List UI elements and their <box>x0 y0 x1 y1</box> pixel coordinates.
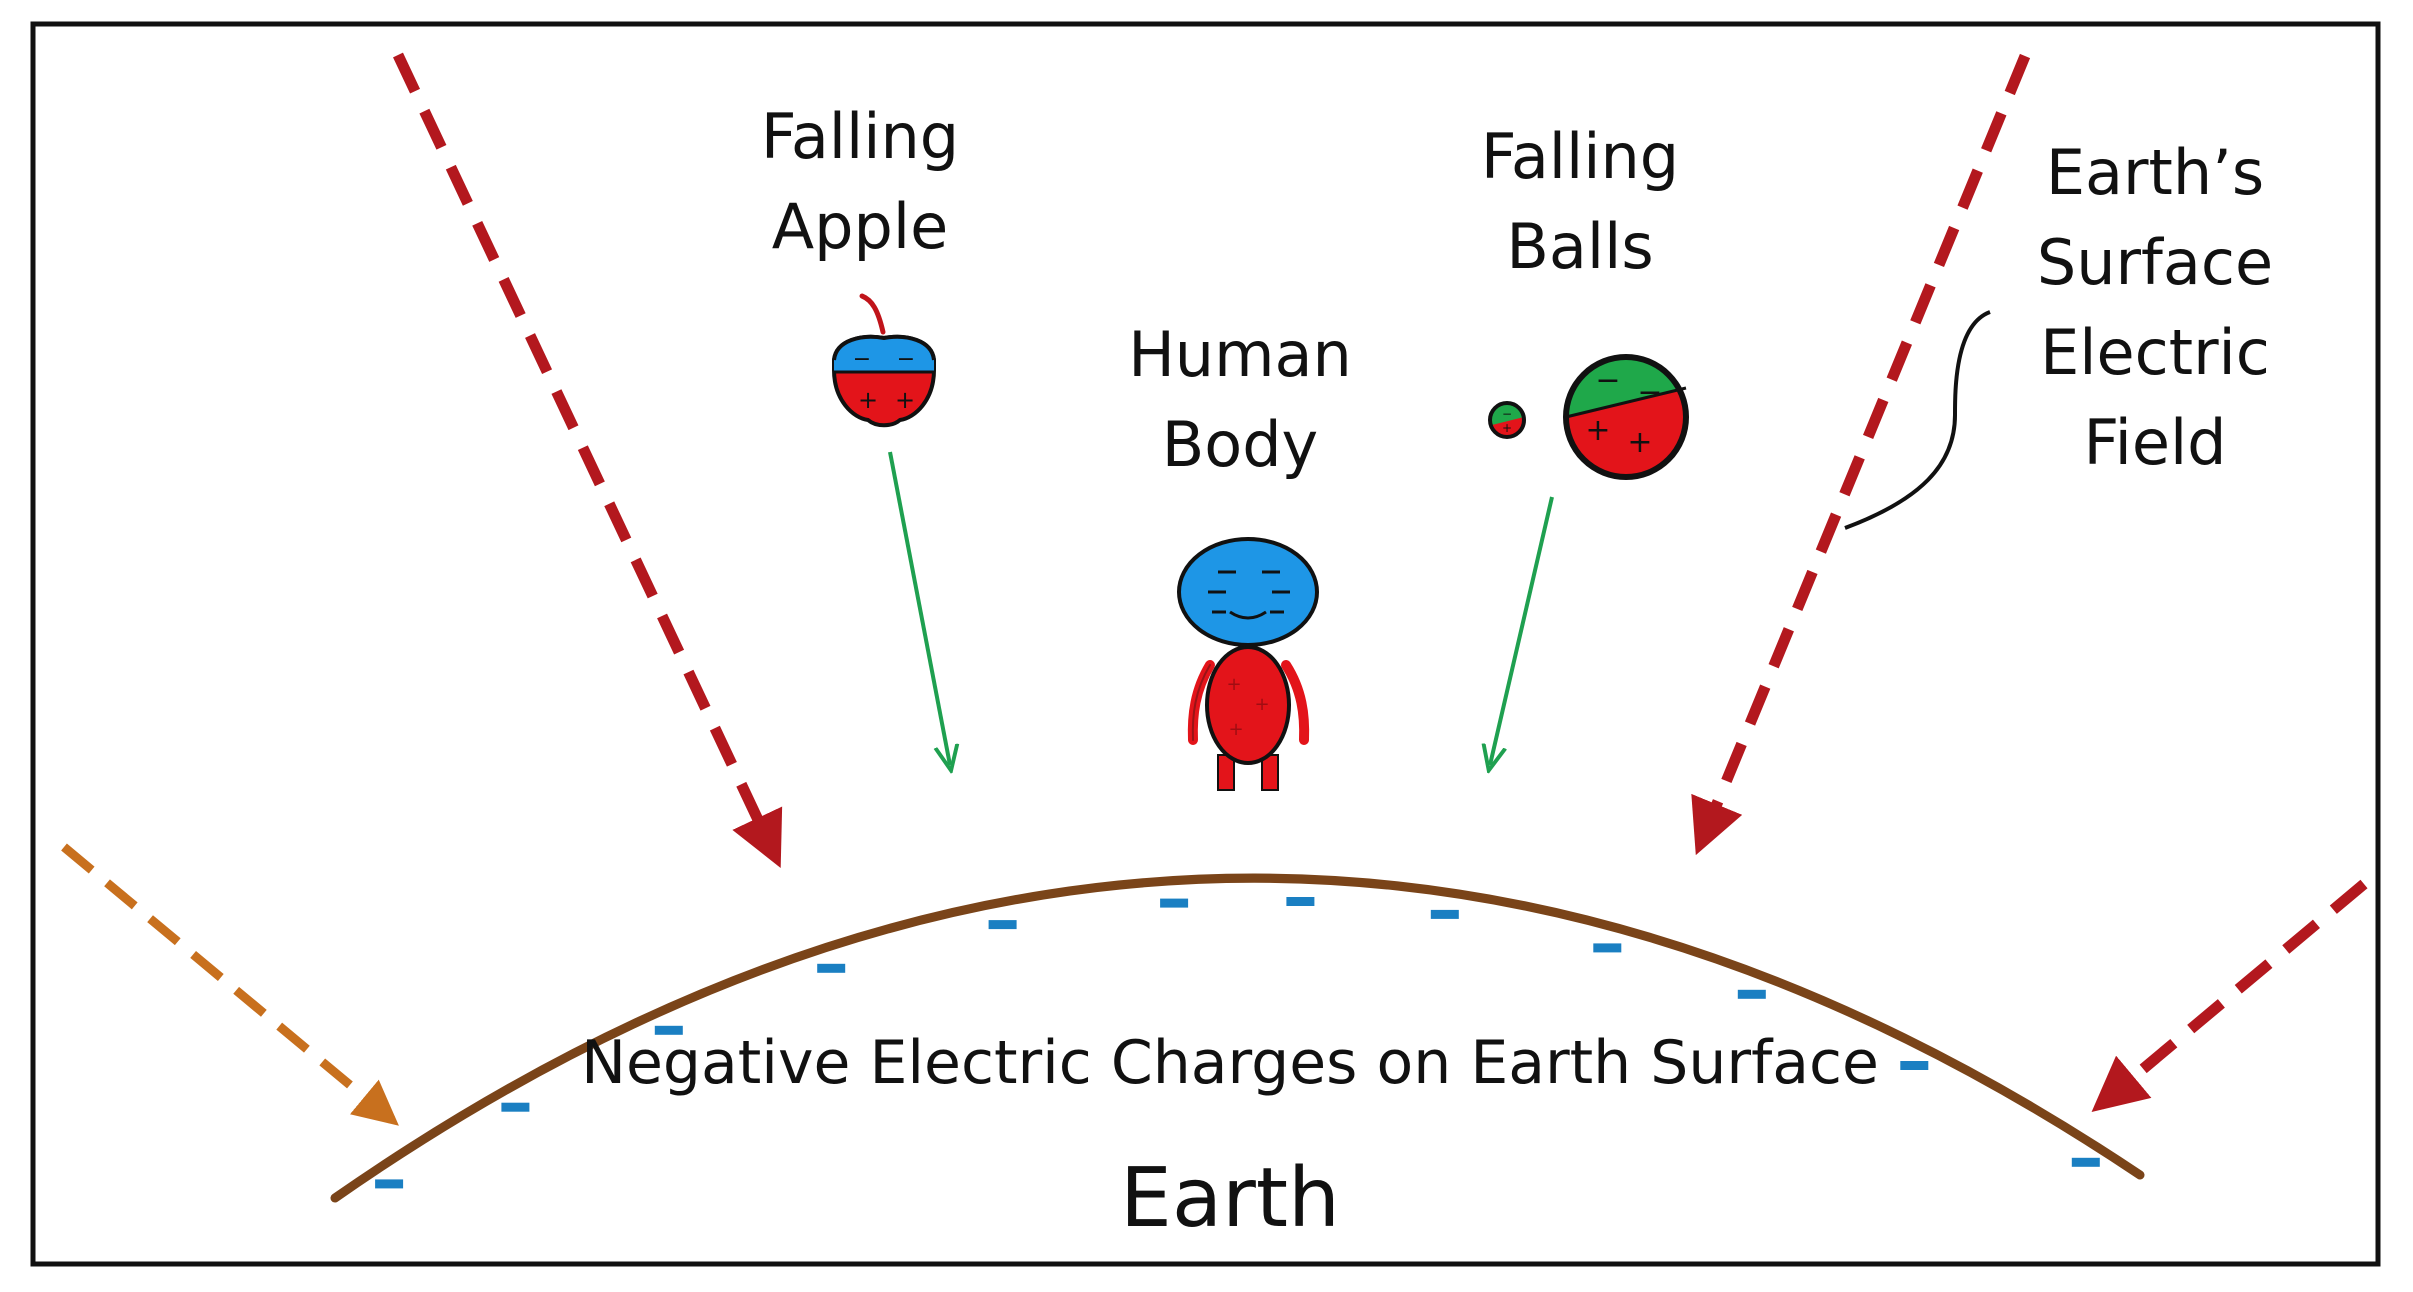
negative-charge-mark <box>1593 943 1622 953</box>
human-body: + + + <box>1177 537 1319 791</box>
small-ball-plus: + <box>1502 421 1512 435</box>
large-ball: − − + + <box>1563 354 1689 480</box>
electric-field-label-line3: Electric <box>2040 315 2270 389</box>
falling-balls-label: Falling Balls <box>1450 112 1710 292</box>
balls-fall-arrow <box>1490 496 1554 765</box>
earth-surface-arc <box>330 873 2145 1203</box>
diagram-frame <box>30 21 2381 1267</box>
torso-plus-3: + <box>1228 719 1243 740</box>
apple-fall-arrow <box>888 451 950 765</box>
apple-minus-1: − <box>853 347 871 372</box>
human-body-label: Human Body <box>1110 310 1370 490</box>
electric-field-label-line1: Earth’s <box>2045 136 2265 209</box>
falling-apple-label-line1: Falling <box>760 100 960 173</box>
falling-balls-label-line1: Falling <box>1480 120 1680 193</box>
negative-charge-mark <box>375 1179 404 1189</box>
negative-charge-mark <box>2071 1157 2100 1167</box>
apple-plus-2: + <box>895 386 915 414</box>
field-arrow-right-upper <box>1691 53 2031 856</box>
small-ball: − + <box>1488 401 1526 439</box>
electric-field-label: Earth’s Surface Electric Field <box>2015 128 2295 488</box>
field-arrow-left-upper <box>393 52 783 868</box>
human-torso <box>1205 645 1291 765</box>
electric-field-label-line4: Field <box>2083 405 2227 479</box>
negative-charge-mark <box>1286 897 1315 906</box>
human-body-label-line2: Body <box>1161 407 1319 481</box>
negative-charge-mark <box>817 963 846 973</box>
negative-charge-mark <box>1160 898 1189 908</box>
falling-apple-label: Falling Apple <box>730 92 990 272</box>
falling-balls-label-line2: Balls <box>1506 209 1654 283</box>
field-label-leader <box>1844 310 1991 530</box>
electric-field-label-line2: Surface <box>2036 225 2274 299</box>
negative-charge-mark <box>654 1025 683 1035</box>
negative-charge-mark <box>988 920 1017 930</box>
falling-apple-label-line2: Apple <box>771 189 949 263</box>
earth-label: Earth <box>1120 1151 1340 1246</box>
negative-charge-mark <box>1900 1061 1929 1070</box>
negative-charges <box>375 897 2100 1189</box>
human-head <box>1177 537 1319 647</box>
field-arrow-left-lower <box>61 843 399 1126</box>
large-ball-minus-1: − <box>1595 363 1620 398</box>
human-body-label-line1: Human <box>1128 318 1352 391</box>
falling-apple: − − + + <box>832 293 936 428</box>
torso-plus-1: + <box>1226 674 1241 695</box>
large-ball-minus-2: − <box>1637 375 1662 410</box>
small-ball-minus: − <box>1502 407 1512 421</box>
field-arrow-right-lower <box>2091 879 2368 1113</box>
negative-charges-label: Negative Electric Charges on Earth Surfa… <box>581 1028 1879 1098</box>
negative-charge-mark <box>1430 909 1459 919</box>
negative-charge-mark <box>501 1102 530 1112</box>
apple-minus-2: − <box>897 347 915 372</box>
large-ball-plus-2: + <box>1627 425 1652 460</box>
large-ball-plus-1: + <box>1585 413 1610 448</box>
apple-top-blue <box>834 336 934 372</box>
negative-charge-mark <box>1737 989 1766 999</box>
apple-plus-1: + <box>858 386 878 414</box>
torso-plus-2: + <box>1254 694 1269 715</box>
